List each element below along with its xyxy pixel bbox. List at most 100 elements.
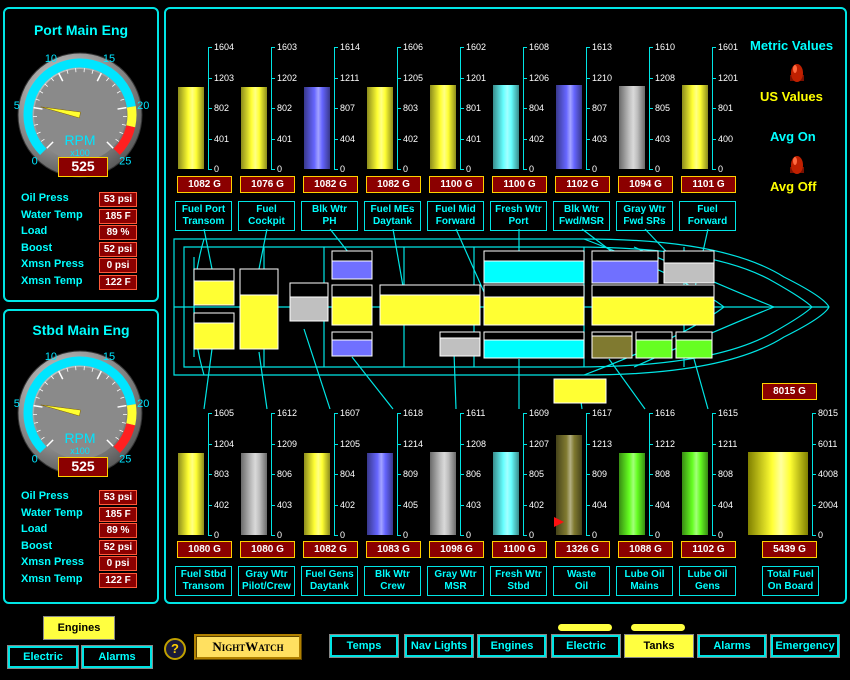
tank-name-line1: Waste [566, 569, 597, 580]
tank-scale-tick [271, 413, 275, 414]
tank-name-line2: Forward [687, 216, 728, 227]
tank-gauge [556, 47, 582, 169]
tank-scale-label: 806 [466, 469, 482, 479]
tank-scale-label: 401 [277, 133, 293, 144]
tank-value: 1083 G [366, 541, 421, 558]
tank-scale-label: 809 [592, 469, 608, 479]
tank-scale-tick [460, 47, 464, 48]
tank-scale-tick [649, 413, 653, 414]
avg-toggle-icon[interactable] [786, 153, 808, 175]
tank-value: 1082 G [177, 176, 232, 193]
reading-value: 52 psi [99, 241, 137, 257]
tank-scale-label: 402 [340, 499, 356, 510]
tank-scale-label: 1611 [466, 408, 486, 418]
tank-scale-tick [208, 504, 212, 506]
tank-scale-label: 1617 [592, 408, 613, 418]
gauge-unit-label: RPM [64, 132, 95, 148]
tank-scale-label: 1616 [655, 408, 676, 418]
metric-toggle-icon[interactable] [786, 61, 808, 83]
nav-nav-lights-tab[interactable]: Nav Lights [404, 634, 474, 658]
tank-scale-label: 0 [718, 164, 724, 174]
nav-engines-tab[interactable]: Engines [477, 634, 547, 658]
tank-scale-tick [812, 443, 816, 445]
nav-engines-button[interactable]: Engines [43, 616, 115, 640]
tank-scale-label: 0 [655, 530, 661, 540]
tank-scale-tick [523, 169, 527, 170]
tank-scale-label: 804 [529, 103, 545, 113]
tank-fill [178, 453, 204, 535]
reading-label: Load [21, 225, 48, 237]
tank-scale-tick [271, 138, 275, 140]
tank-scale-tick [271, 169, 275, 170]
nav-tanks-tab[interactable]: Tanks [624, 634, 694, 658]
tank-scale-label: 403 [466, 499, 482, 510]
tank-fill [430, 452, 456, 535]
tank-scale-label: 1210 [592, 72, 613, 83]
tank-scale-label: 403 [655, 133, 671, 144]
tank-scale-label: 1211 [718, 438, 738, 449]
total-fuel-gauge [748, 413, 808, 535]
tank-scale-label: 1214 [403, 438, 424, 449]
tank-scale-label: 1608 [529, 42, 550, 52]
nav-alarms-button[interactable]: Alarms [81, 645, 153, 669]
electric-indicator [558, 624, 612, 631]
tank-scale-label: 1605 [214, 408, 235, 418]
tank-scale-tick [523, 535, 527, 536]
reading-value: 53 psi [99, 490, 137, 505]
nav-temps-tab[interactable]: Temps [329, 634, 399, 658]
total-fuel-name: Total Fuel On Board [762, 566, 819, 596]
tank-value: 1080 G [240, 541, 295, 558]
total-fuel-fill [748, 452, 808, 535]
tank-value: 1326 G [555, 541, 610, 558]
reading-value: 53 psi [99, 192, 137, 207]
tank-scale-tick [271, 474, 275, 475]
gauge-tick-label: 25 [119, 155, 131, 167]
tank-scale-tick [523, 504, 527, 506]
tank-fill [682, 84, 708, 169]
tank-scale-tick [208, 77, 212, 79]
help-button[interactable]: ? [164, 638, 186, 660]
nav-electric-tab[interactable]: Electric [551, 634, 621, 658]
tank-scale-tick [712, 77, 716, 79]
nav-emergency-tab[interactable]: Emergency [770, 634, 840, 658]
tank-scale-label: 802 [214, 103, 230, 113]
tanks-panel: Metric Values US Values Avg On Avg Off 1… [164, 7, 847, 604]
gauge-tick-label: 15 [103, 351, 115, 363]
stbd-rpm-value: 525 [58, 457, 108, 477]
tank-scale-tick [586, 138, 590, 140]
tank-scale-label: 807 [592, 103, 608, 113]
nav-electric-button[interactable]: Electric [7, 645, 79, 669]
tank-value: 1100 G [492, 541, 547, 558]
tank-scale-label: 1607 [340, 408, 361, 418]
tank-scale-tick [397, 108, 401, 109]
tank-scale-tick [460, 108, 464, 109]
tank-value: 1088 G [618, 541, 673, 558]
tank-scale-label: 0 [214, 164, 220, 174]
tank-gauge [241, 47, 267, 169]
nav-alarms-tab[interactable]: Alarms [697, 634, 767, 658]
tank-scale-tick [712, 169, 716, 170]
total-fuel-name-line1: Total Fuel [767, 569, 814, 580]
tank-scale-label: 1207 [529, 438, 550, 449]
